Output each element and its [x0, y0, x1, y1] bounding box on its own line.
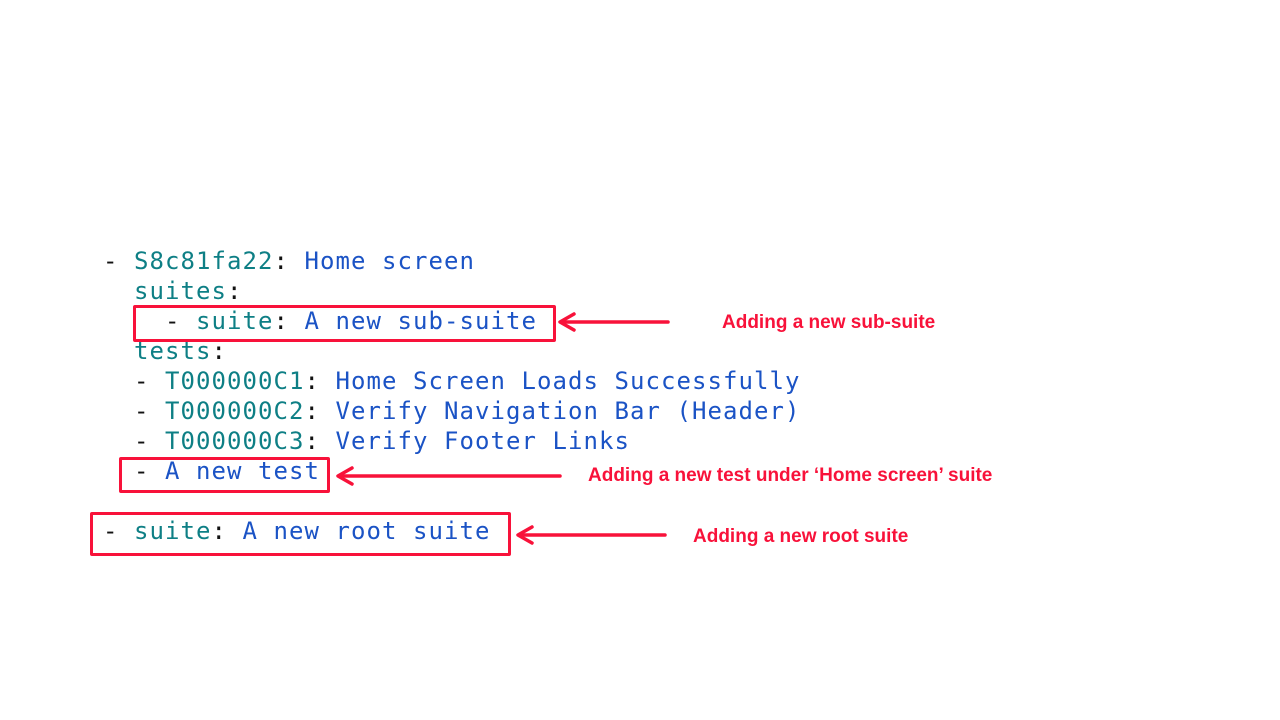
yaml-token-value: A new root suite — [242, 517, 491, 545]
yaml-token-plain — [103, 397, 134, 425]
yaml-token-colon: : — [273, 307, 305, 335]
yaml-token-colon: : — [304, 367, 336, 395]
line-new-test: - A new test — [103, 456, 800, 486]
yaml-token-value: A new test — [165, 457, 320, 485]
yaml-token-dash: - — [103, 517, 134, 545]
annotation-label-new-test: Adding a new test under ‘Home screen’ su… — [588, 465, 993, 486]
yaml-token-value: Home screen — [304, 247, 475, 275]
yaml-token-key: suites — [134, 277, 227, 305]
line-new-root-suite: - suite: A new root suite — [103, 516, 800, 546]
line-test-c3: - T000000C3: Verify Footer Links — [103, 426, 800, 456]
yaml-token-dash: - — [134, 457, 165, 485]
yaml-token-colon: : — [227, 277, 243, 305]
line-new-sub-suite: - suite: A new sub-suite — [103, 306, 800, 336]
yaml-token-key: S8c81fa22 — [134, 247, 274, 275]
yaml-token-value: Verify Footer Links — [335, 427, 630, 455]
yaml-token-plain — [103, 337, 134, 365]
yaml-token-value: Verify Navigation Bar (Header) — [335, 397, 801, 425]
yaml-token-dash: - — [134, 367, 165, 395]
yaml-token-dash: - — [134, 427, 165, 455]
yaml-token-value: Home Screen Loads Successfully — [335, 367, 801, 395]
yaml-token-key: T000000C3 — [165, 427, 305, 455]
yaml-token-key: T000000C2 — [165, 397, 305, 425]
line-test-c2: - T000000C2: Verify Navigation Bar (Head… — [103, 396, 800, 426]
yaml-token-dash: - — [165, 307, 196, 335]
yaml-token-value: A new sub-suite — [304, 307, 537, 335]
highlight-box-root-suite — [90, 512, 511, 556]
yaml-token-key: suite — [196, 307, 274, 335]
yaml-token-dash: - — [103, 247, 134, 275]
annotation-label-sub-suite: Adding a new sub-suite — [722, 312, 936, 333]
annotation-label-root-suite: Adding a new root suite — [693, 526, 909, 547]
yaml-token-colon: : — [211, 337, 227, 365]
yaml-token-colon: : — [304, 427, 336, 455]
yaml-token-key: T000000C1 — [165, 367, 305, 395]
yaml-token-colon: : — [211, 517, 243, 545]
line-suites-key: suites: — [103, 276, 800, 306]
yaml-token-colon: : — [304, 397, 336, 425]
highlight-box-new-test — [119, 457, 330, 493]
line-suite-home: - S8c81fa22: Home screen — [103, 246, 800, 276]
yaml-code-block: - S8c81fa22: Home screen suites: - suite… — [103, 246, 800, 546]
yaml-token-plain — [103, 367, 134, 395]
highlight-box-sub-suite — [133, 305, 556, 342]
yaml-token-dash: - — [134, 397, 165, 425]
yaml-token-plain — [103, 427, 134, 455]
yaml-token-key: suite — [134, 517, 212, 545]
line-test-c1: - T000000C1: Home Screen Loads Successfu… — [103, 366, 800, 396]
yaml-token-colon: : — [273, 247, 305, 275]
yaml-token-plain — [103, 277, 134, 305]
